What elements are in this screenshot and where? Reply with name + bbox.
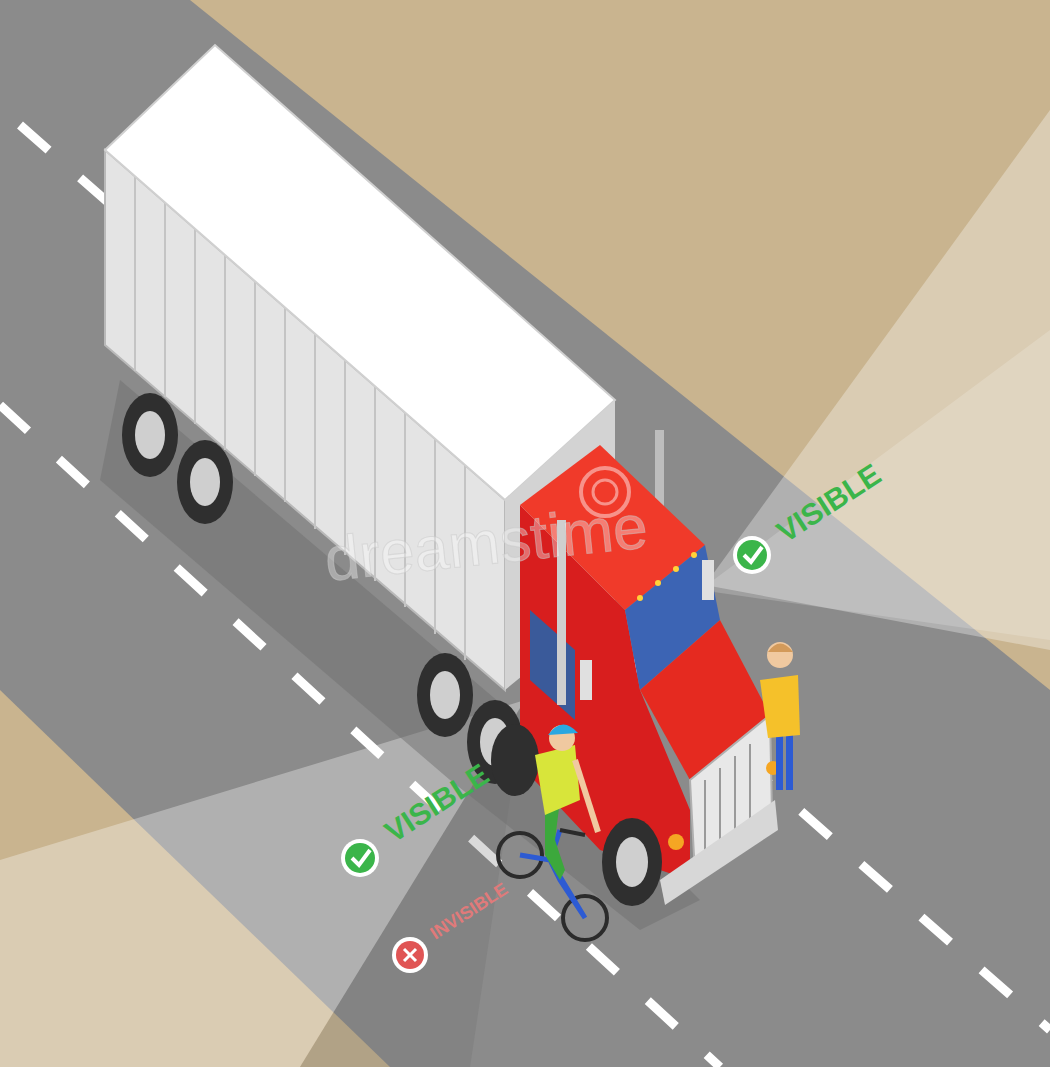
cab-side-window [530, 610, 575, 720]
wheel [177, 440, 233, 524]
check-icon [733, 536, 771, 574]
trailer-roof [105, 45, 615, 500]
exhaust-stack [655, 430, 664, 510]
cab-lights [637, 552, 697, 601]
wheel [491, 724, 539, 796]
cyclist [498, 724, 607, 940]
wheel [417, 653, 473, 737]
mirror [580, 660, 592, 700]
pedestrian [760, 642, 800, 790]
wheel [122, 393, 178, 477]
wheel-hub [430, 671, 460, 719]
wheel [602, 818, 662, 906]
headlight [668, 834, 684, 850]
bumper [660, 800, 778, 905]
cross-icon [392, 937, 428, 973]
check-icon [341, 839, 379, 877]
wheel-hub [190, 458, 220, 506]
mirror [702, 560, 714, 600]
wheel-hub [616, 837, 648, 887]
visible-zone [700, 330, 1050, 640]
wheel-hub [135, 411, 165, 459]
